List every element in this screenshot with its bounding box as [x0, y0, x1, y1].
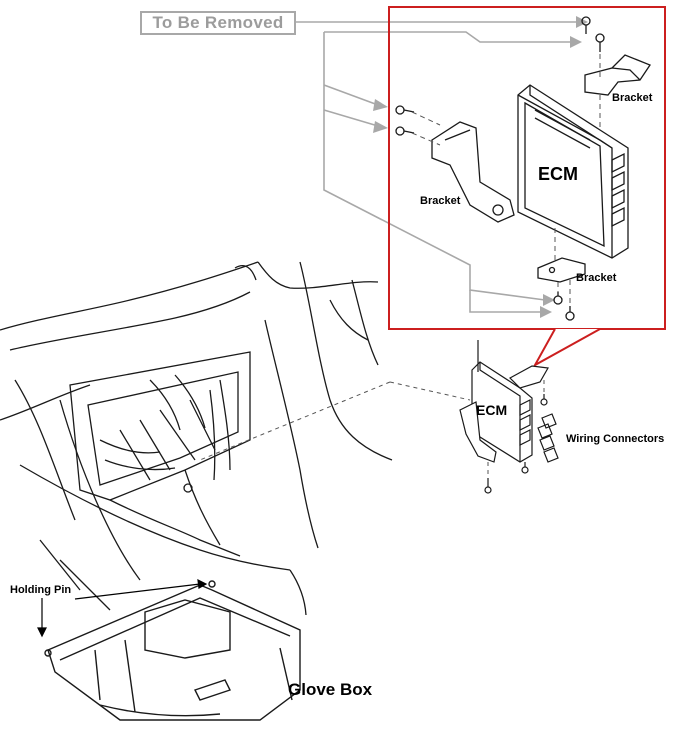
to-be-removed-label: To Be Removed — [140, 11, 296, 35]
ecm-installed-label: ECM — [476, 402, 508, 418]
glove-box-label: Glove Box — [288, 680, 373, 699]
holding-pin-leaders — [37, 578, 208, 638]
ecm-detail-drawing — [395, 16, 651, 321]
glove-box-drawing — [44, 580, 301, 721]
holding-pin-label: Holding Pin — [10, 584, 72, 596]
detail-assembly-lines — [411, 54, 601, 306]
bracket-left-label: Bracket — [420, 195, 461, 207]
detail-callout-pointer — [532, 328, 601, 368]
ecm-installed-drawing — [459, 340, 559, 494]
wiring-connectors-label: Wiring Connectors — [566, 433, 665, 445]
detail-view-frame — [388, 6, 666, 330]
bracket-bottom-label: Bracket — [576, 272, 617, 284]
removed-leaders — [296, 21, 578, 313]
installed-assembly-lines — [199, 380, 545, 478]
ecm-detail-label: ECM — [538, 164, 578, 184]
bracket-top-label: Bracket — [612, 92, 653, 104]
dashboard-line-art — [0, 261, 393, 616]
